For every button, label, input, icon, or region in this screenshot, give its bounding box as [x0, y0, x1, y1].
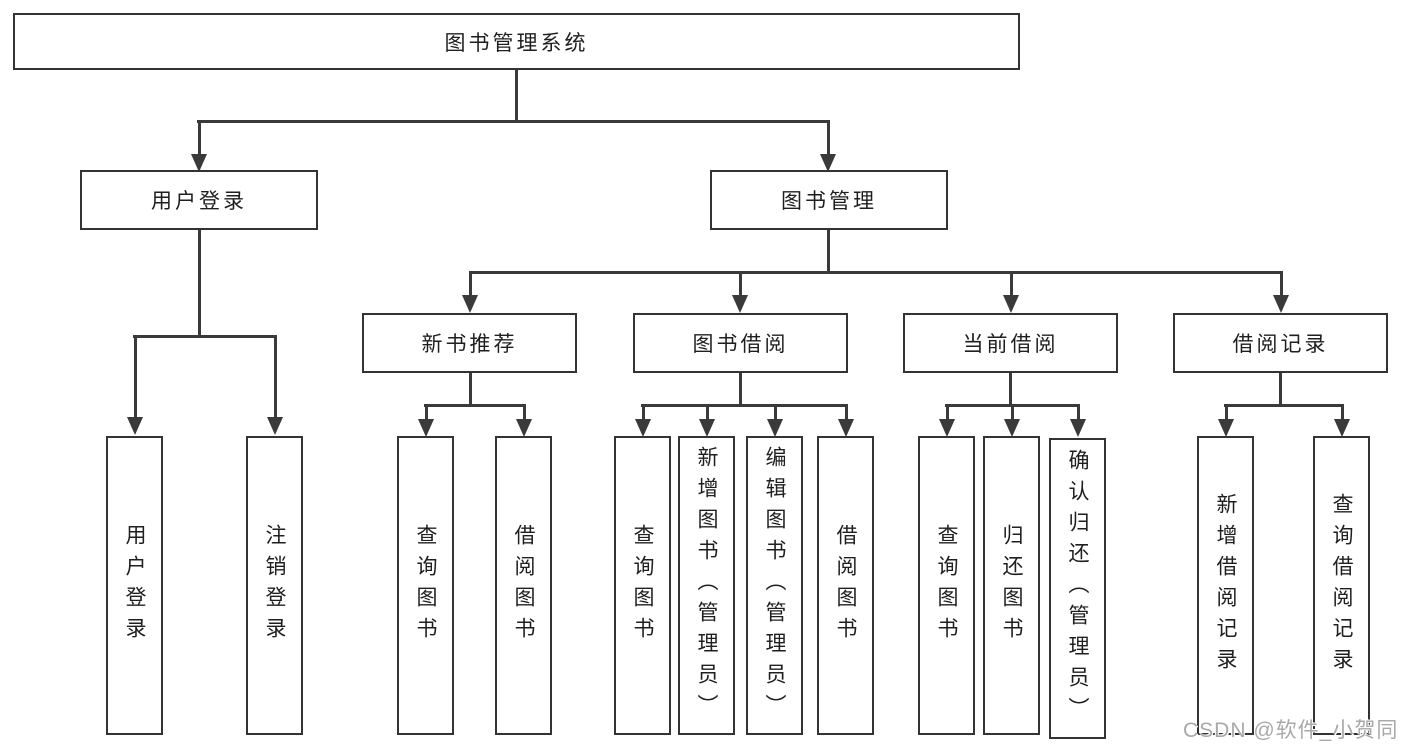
connector-arrow-user-login [191, 120, 207, 172]
connector-user-login-rail [133, 335, 276, 338]
connector-arrow-book-mgmt [820, 120, 836, 172]
node-add-books-admin: 新增图书（管理员） [678, 436, 735, 735]
csdn-watermark: CSDN @软件_小贺同学 [1183, 719, 1399, 742]
connector-arrow-edit-books [767, 404, 783, 437]
node-book-management-system: 图书管理系统 [13, 13, 1020, 70]
connector-level3-rail [469, 271, 1282, 274]
connector-borrow-records-rail [1224, 404, 1343, 407]
node-book-management: 图书管理 [710, 170, 948, 230]
node-borrow-records: 借阅记录 [1173, 313, 1388, 373]
connector-arrow-current-borrow [1003, 271, 1019, 313]
connector-arrow-confirm-return [1070, 404, 1086, 437]
node-query-books-current: 查询图书 [918, 436, 975, 735]
connector-root-stem [515, 70, 518, 123]
connector-borrow-records-stem [1279, 373, 1282, 407]
node-confirm-return-admin: 确认归还（管理员） [1049, 438, 1106, 739]
connector-arrow-logout-leaf [267, 335, 283, 435]
node-book-borrow: 图书借阅 [633, 313, 848, 373]
node-edit-books-admin: 编辑图书（管理员） [746, 436, 803, 735]
node-query-borrow-record: 查询借阅记录 [1313, 436, 1370, 735]
connector-arrow-query-borrow-record [1334, 404, 1350, 437]
connector-arrow-new-book [462, 271, 478, 313]
node-add-borrow-record: 新增借阅记录 [1197, 436, 1254, 735]
connector-arrow-query-books-1 [418, 404, 434, 437]
connector-user-login-stem [198, 230, 201, 337]
node-query-books-borrow: 查询图书 [614, 436, 671, 735]
node-return-books: 归还图书 [983, 436, 1040, 735]
connector-new-book-stem [469, 373, 472, 407]
connector-book-mgmt-stem [827, 230, 830, 274]
connector-current-borrow-stem [1009, 373, 1012, 407]
connector-level2-rail [197, 120, 830, 123]
node-new-book-recommend: 新书推荐 [362, 313, 577, 373]
connector-arrow-book-borrow [732, 271, 748, 313]
connector-book-borrow-rail [641, 404, 847, 407]
connector-arrow-borrow-books-1 [516, 404, 532, 437]
connector-new-book-rail [424, 404, 525, 407]
connector-arrow-query-books-2 [635, 404, 651, 437]
connector-arrow-borrow-records [1273, 271, 1289, 313]
node-user-login: 用户登录 [80, 170, 318, 230]
node-current-borrow: 当前借阅 [903, 313, 1118, 373]
connector-arrow-return-books [1004, 404, 1020, 437]
node-borrow-books-newbook: 借阅图书 [495, 436, 552, 735]
connector-arrow-add-borrow-record [1218, 404, 1234, 437]
connector-arrow-add-books [699, 404, 715, 437]
connector-book-borrow-stem [739, 373, 742, 407]
node-user-login-leaf: 用户登录 [106, 436, 163, 735]
node-borrow-books-borrow: 借阅图书 [817, 436, 874, 735]
connector-arrow-user-login-leaf [127, 335, 143, 435]
connector-arrow-borrow-books-2 [838, 404, 854, 437]
node-query-books-newbook: 查询图书 [397, 436, 454, 735]
connector-arrow-query-books-3 [939, 404, 955, 437]
node-logout-leaf: 注销登录 [246, 436, 303, 735]
